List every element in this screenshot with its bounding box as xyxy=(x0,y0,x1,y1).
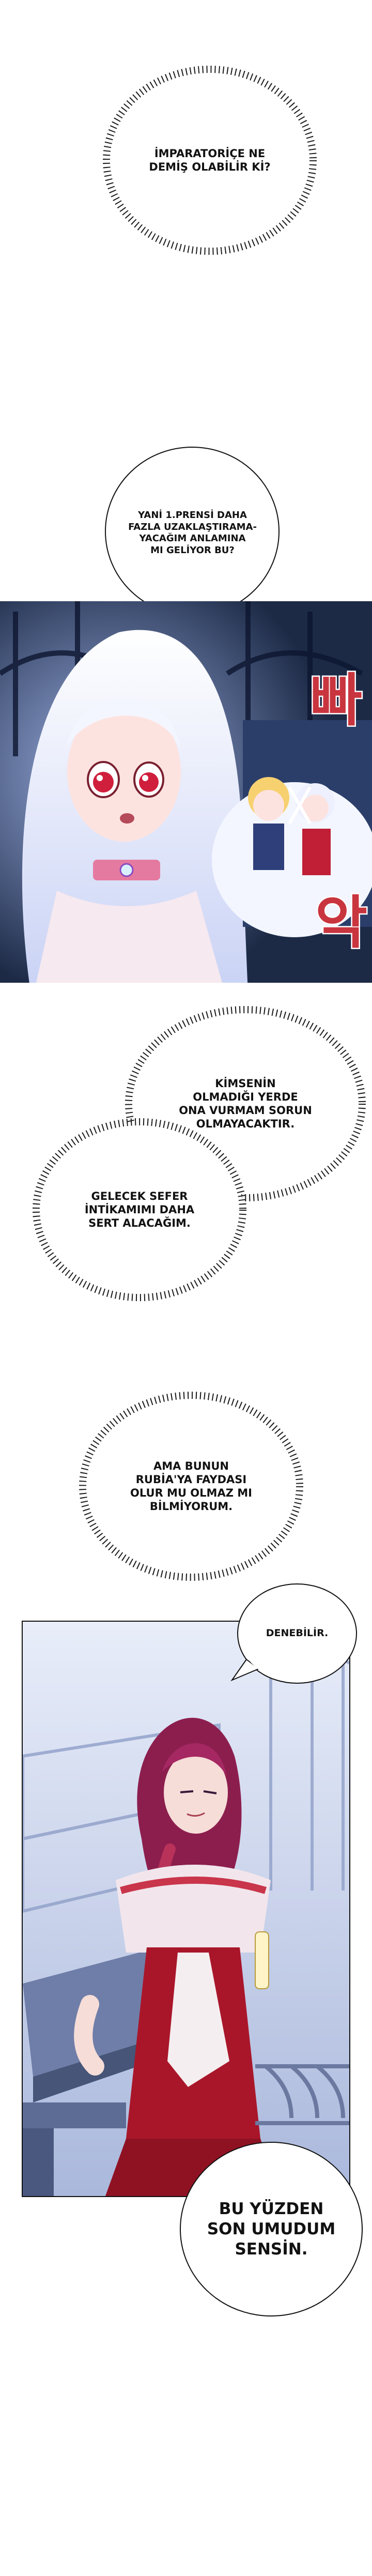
comic-panel-1: 빠 악 xyxy=(0,601,372,983)
thought-bubble-rubia: AMA BUNUN RUBİA'YA FAYDASI OLUR MU OLMAZ… xyxy=(78,1391,305,1582)
bubble-text: İMPARATORİÇE NE DEMİŞ OLABİLİR Kİ? xyxy=(149,147,271,173)
bubble-text: KİMSENİN OLMADIĞI YERDE ONA VURMAM SORUN… xyxy=(179,1077,312,1131)
thought-bubble-empress: İMPARATORİÇE NE DEMİŞ OLABİLİR Kİ? xyxy=(101,65,318,256)
speech-bubble-try: DENEBİLİR. xyxy=(230,1582,359,1685)
speech-bubble-icon xyxy=(230,1583,357,1684)
bubble-text: GELECEK SEFER İNTİKAMIMI DAHA SERT ALACA… xyxy=(84,1190,195,1230)
spiky-bubble-icon xyxy=(103,66,317,255)
thought-bubble-revenge: GELECEK SEFER İNTİKAMIMI DAHA SERT ALACA… xyxy=(31,1117,248,1303)
comic-panel-2 xyxy=(22,1621,350,2197)
sfx-top-text: 빠 xyxy=(310,667,362,734)
sfx-bottom-text: 악 xyxy=(315,890,367,956)
speech-bubble-prince: YANİ 1.PRENSİ DAHA FAZLA UZAKLAŞTIRAMA- … xyxy=(103,446,282,626)
panel-1-art: 빠 악 xyxy=(0,601,372,983)
bubble-text: DENEBİLİR. xyxy=(266,1627,329,1639)
spiky-bubble-icon xyxy=(79,1392,303,1581)
spiky-bubble-icon xyxy=(33,1118,246,1301)
panel-2-art xyxy=(23,1622,349,2196)
speech-bubble-icon xyxy=(180,2142,363,2316)
speech-bubble-last-hope: BU YÜZDEN SON UMUDUM SENSİN. xyxy=(178,2140,364,2319)
bubble-text: AMA BUNUN RUBİA'YA FAYDASI OLUR MU OLMAZ… xyxy=(130,1459,252,1513)
bubble-text: BU YÜZDEN SON UMUDUM SENSİN. xyxy=(207,2200,336,2259)
bubble-text: YANİ 1.PRENSİ DAHA FAZLA UZAKLAŞTIRAMA- … xyxy=(128,510,257,556)
